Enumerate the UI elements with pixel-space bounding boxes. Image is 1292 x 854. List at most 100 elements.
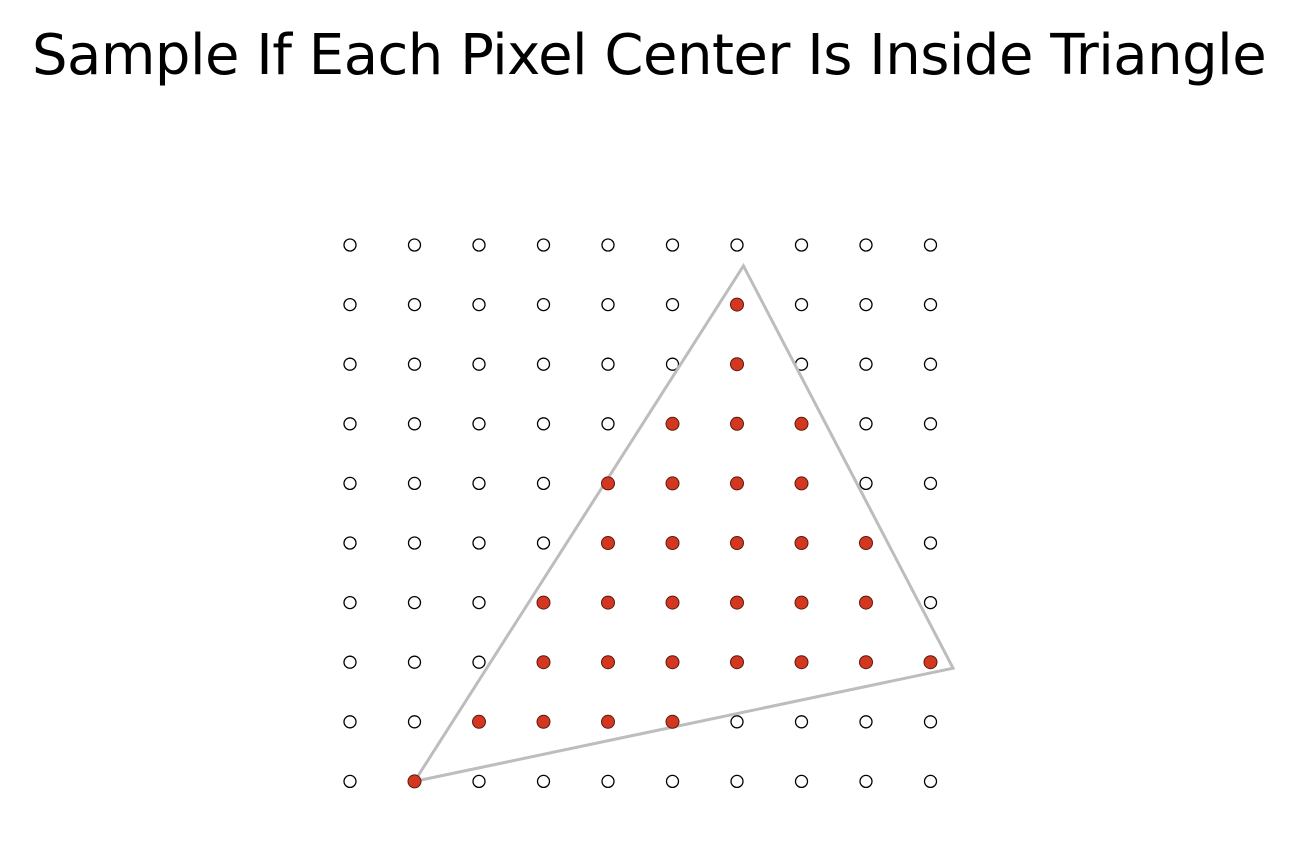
sample-point-outside [472,417,486,431]
sample-point-outside [923,536,938,550]
sample-point-outside [794,238,809,252]
sample-point-outside [665,774,680,789]
sample-point-outside [343,417,357,431]
sample-point-inside [730,416,744,431]
sample-point-inside [665,595,680,610]
sample-point-outside [794,297,809,312]
sample-point-inside [794,416,809,431]
sample-point-inside [665,416,680,431]
sample-point-inside [472,714,486,729]
sample-point-outside [536,297,551,312]
sample-point-outside [343,476,357,491]
sample-point-outside [601,238,615,252]
sample-point-inside [859,536,873,550]
sample-point-outside [343,238,357,252]
sample-point-inside [730,655,744,670]
sample-point-inside [601,655,615,670]
sample-point-inside [730,357,744,372]
sample-point-inside [794,476,809,491]
sample-point-outside [536,536,551,550]
sample-point-inside [601,714,615,729]
sample-point-outside [601,357,615,371]
sample-point-outside [343,297,357,312]
sample-point-inside [536,595,551,610]
sample-point-outside [343,774,357,789]
sample-point-outside [407,238,422,252]
sample-point-outside [407,655,422,669]
sample-point-outside [859,715,873,729]
sample-point-inside [859,595,873,610]
sample-point-inside [730,297,744,312]
sample-point-outside [859,476,873,491]
sample-point-outside [343,655,357,669]
sample-point-inside [536,714,551,729]
sample-point-outside [407,297,422,312]
sample-point-inside [665,476,680,491]
sample-point-outside [407,595,422,610]
sample-point-outside [407,476,422,491]
sample-point-outside [407,417,422,431]
sample-point-inside [665,536,680,550]
sample-grid [343,238,938,789]
sample-point-inside [730,536,744,550]
sample-point-inside [601,595,615,610]
sample-point-inside [859,655,873,670]
sample-point-outside [472,655,486,669]
sample-point-outside [472,774,486,789]
sample-point-inside [665,655,680,670]
sample-point-outside [536,774,551,789]
sample-point-outside [859,774,873,789]
sample-point-outside [665,297,680,312]
sample-point-inside [730,476,744,491]
sample-point-inside [601,536,615,550]
sample-point-outside [923,297,938,312]
triangle-outline [411,262,956,784]
sample-point-inside [730,595,744,610]
sample-point-outside [343,357,357,371]
sample-point-inside [794,536,809,550]
sample-point-inside [794,655,809,670]
sample-point-outside [601,774,615,789]
sample-point-outside [343,595,357,610]
inside-samples [407,297,938,789]
sample-point-outside [859,417,873,431]
sample-point-outside [665,357,680,371]
sample-point-outside [730,774,744,789]
sample-point-outside [472,357,486,371]
sample-point-inside [601,476,615,491]
sample-point-outside [536,238,551,252]
sample-point-outside [923,238,938,252]
sample-point-outside [923,774,938,789]
sample-point-outside [472,536,486,550]
sample-point-outside [536,476,551,491]
sample-point-outside [730,238,744,252]
sample-point-outside [407,357,422,371]
sample-point-inside [794,595,809,610]
sample-point-outside [923,476,938,491]
sample-point-outside [472,297,486,312]
sample-point-outside [859,297,873,312]
sample-point-outside [472,595,486,610]
sample-point-outside [601,297,615,312]
sample-point-outside [794,774,809,789]
sample-point-outside [794,715,809,729]
sample-point-outside [343,536,357,550]
sample-point-outside [923,417,938,431]
sample-point-inside [665,714,680,729]
sample-point-outside [472,476,486,491]
sample-point-outside [923,595,938,610]
sample-point-outside [923,715,938,729]
sample-point-outside [536,417,551,431]
sample-point-outside [730,715,744,729]
slide-title: Sample If Each Pixel Center Is Inside Tr… [32,23,1267,88]
sample-point-inside [923,655,938,670]
sample-point-inside [407,774,422,789]
sample-point-outside [859,238,873,252]
sample-point-inside [536,655,551,670]
sample-point-outside [859,357,873,371]
sample-point-outside [536,357,551,371]
sample-point-outside [407,536,422,550]
sample-point-outside [665,238,680,252]
sample-point-outside [407,715,422,729]
